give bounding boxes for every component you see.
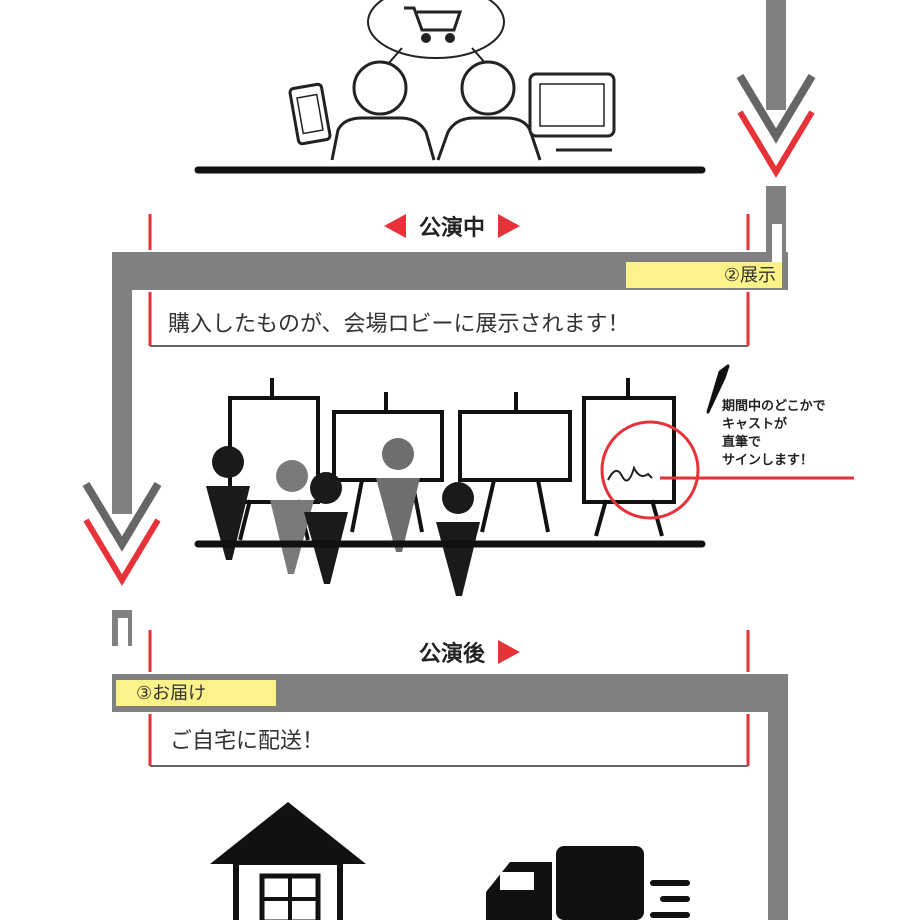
during-step-badge [626,262,782,288]
sign-note-line-1: 期間中のどこかで [722,398,826,414]
visitor-4 [376,438,420,552]
during-description: 購入したものが、会場ロビーに展示されます！ [168,312,630,337]
after-heading: 公演後 [419,641,486,667]
person-right [436,60,542,161]
during-step-label: ②展示 [724,265,776,286]
delivery-scene [210,802,690,920]
arrow-right-icon [498,640,520,664]
purchase-scene [194,0,706,174]
sign-note-line-2: キャストが [722,416,787,432]
monitor-icon [528,72,616,152]
house-icon [210,802,366,920]
visitor-2 [270,460,314,574]
visitor-5 [436,482,480,596]
easel-4 [582,378,676,537]
during-heading: 公演中 [419,215,485,241]
shopping-cart-icon [404,6,463,43]
signature-highlight [600,420,700,520]
flow-connector-top-right [736,0,816,226]
sign-note: 期間中のどこかで キャストが 直筆で サインします！ [722,398,826,468]
section-after: 公演後 ③お届け ご自宅に配送！ [112,610,788,920]
visitor-3 [304,472,348,584]
after-description: ご自宅に配送！ [170,729,324,754]
lobby-exhibit-scene: 期間中のどこかで キャストが 直筆で サインします！ [194,364,854,596]
easel-3 [458,392,572,533]
section-during: 公演中 ②展示 購入したものが、会場ロビーに展示されます！ [82,214,788,586]
arrow-left-icon [384,214,406,238]
after-description-box [150,714,748,766]
arrow-right-icon [498,214,520,238]
after-step-label: ③お届け [136,683,206,704]
visitor-1 [206,446,250,560]
delivery-truck-icon [486,846,690,920]
during-description-box [150,292,748,346]
sign-note-line-3: 直筆で [722,434,761,450]
pen-icon [706,364,730,414]
sign-note-line-4: サインします！ [722,453,813,468]
person-left [330,60,436,161]
after-step-badge [116,680,276,706]
smartphone-icon [288,82,332,146]
signature-mark [607,465,653,482]
